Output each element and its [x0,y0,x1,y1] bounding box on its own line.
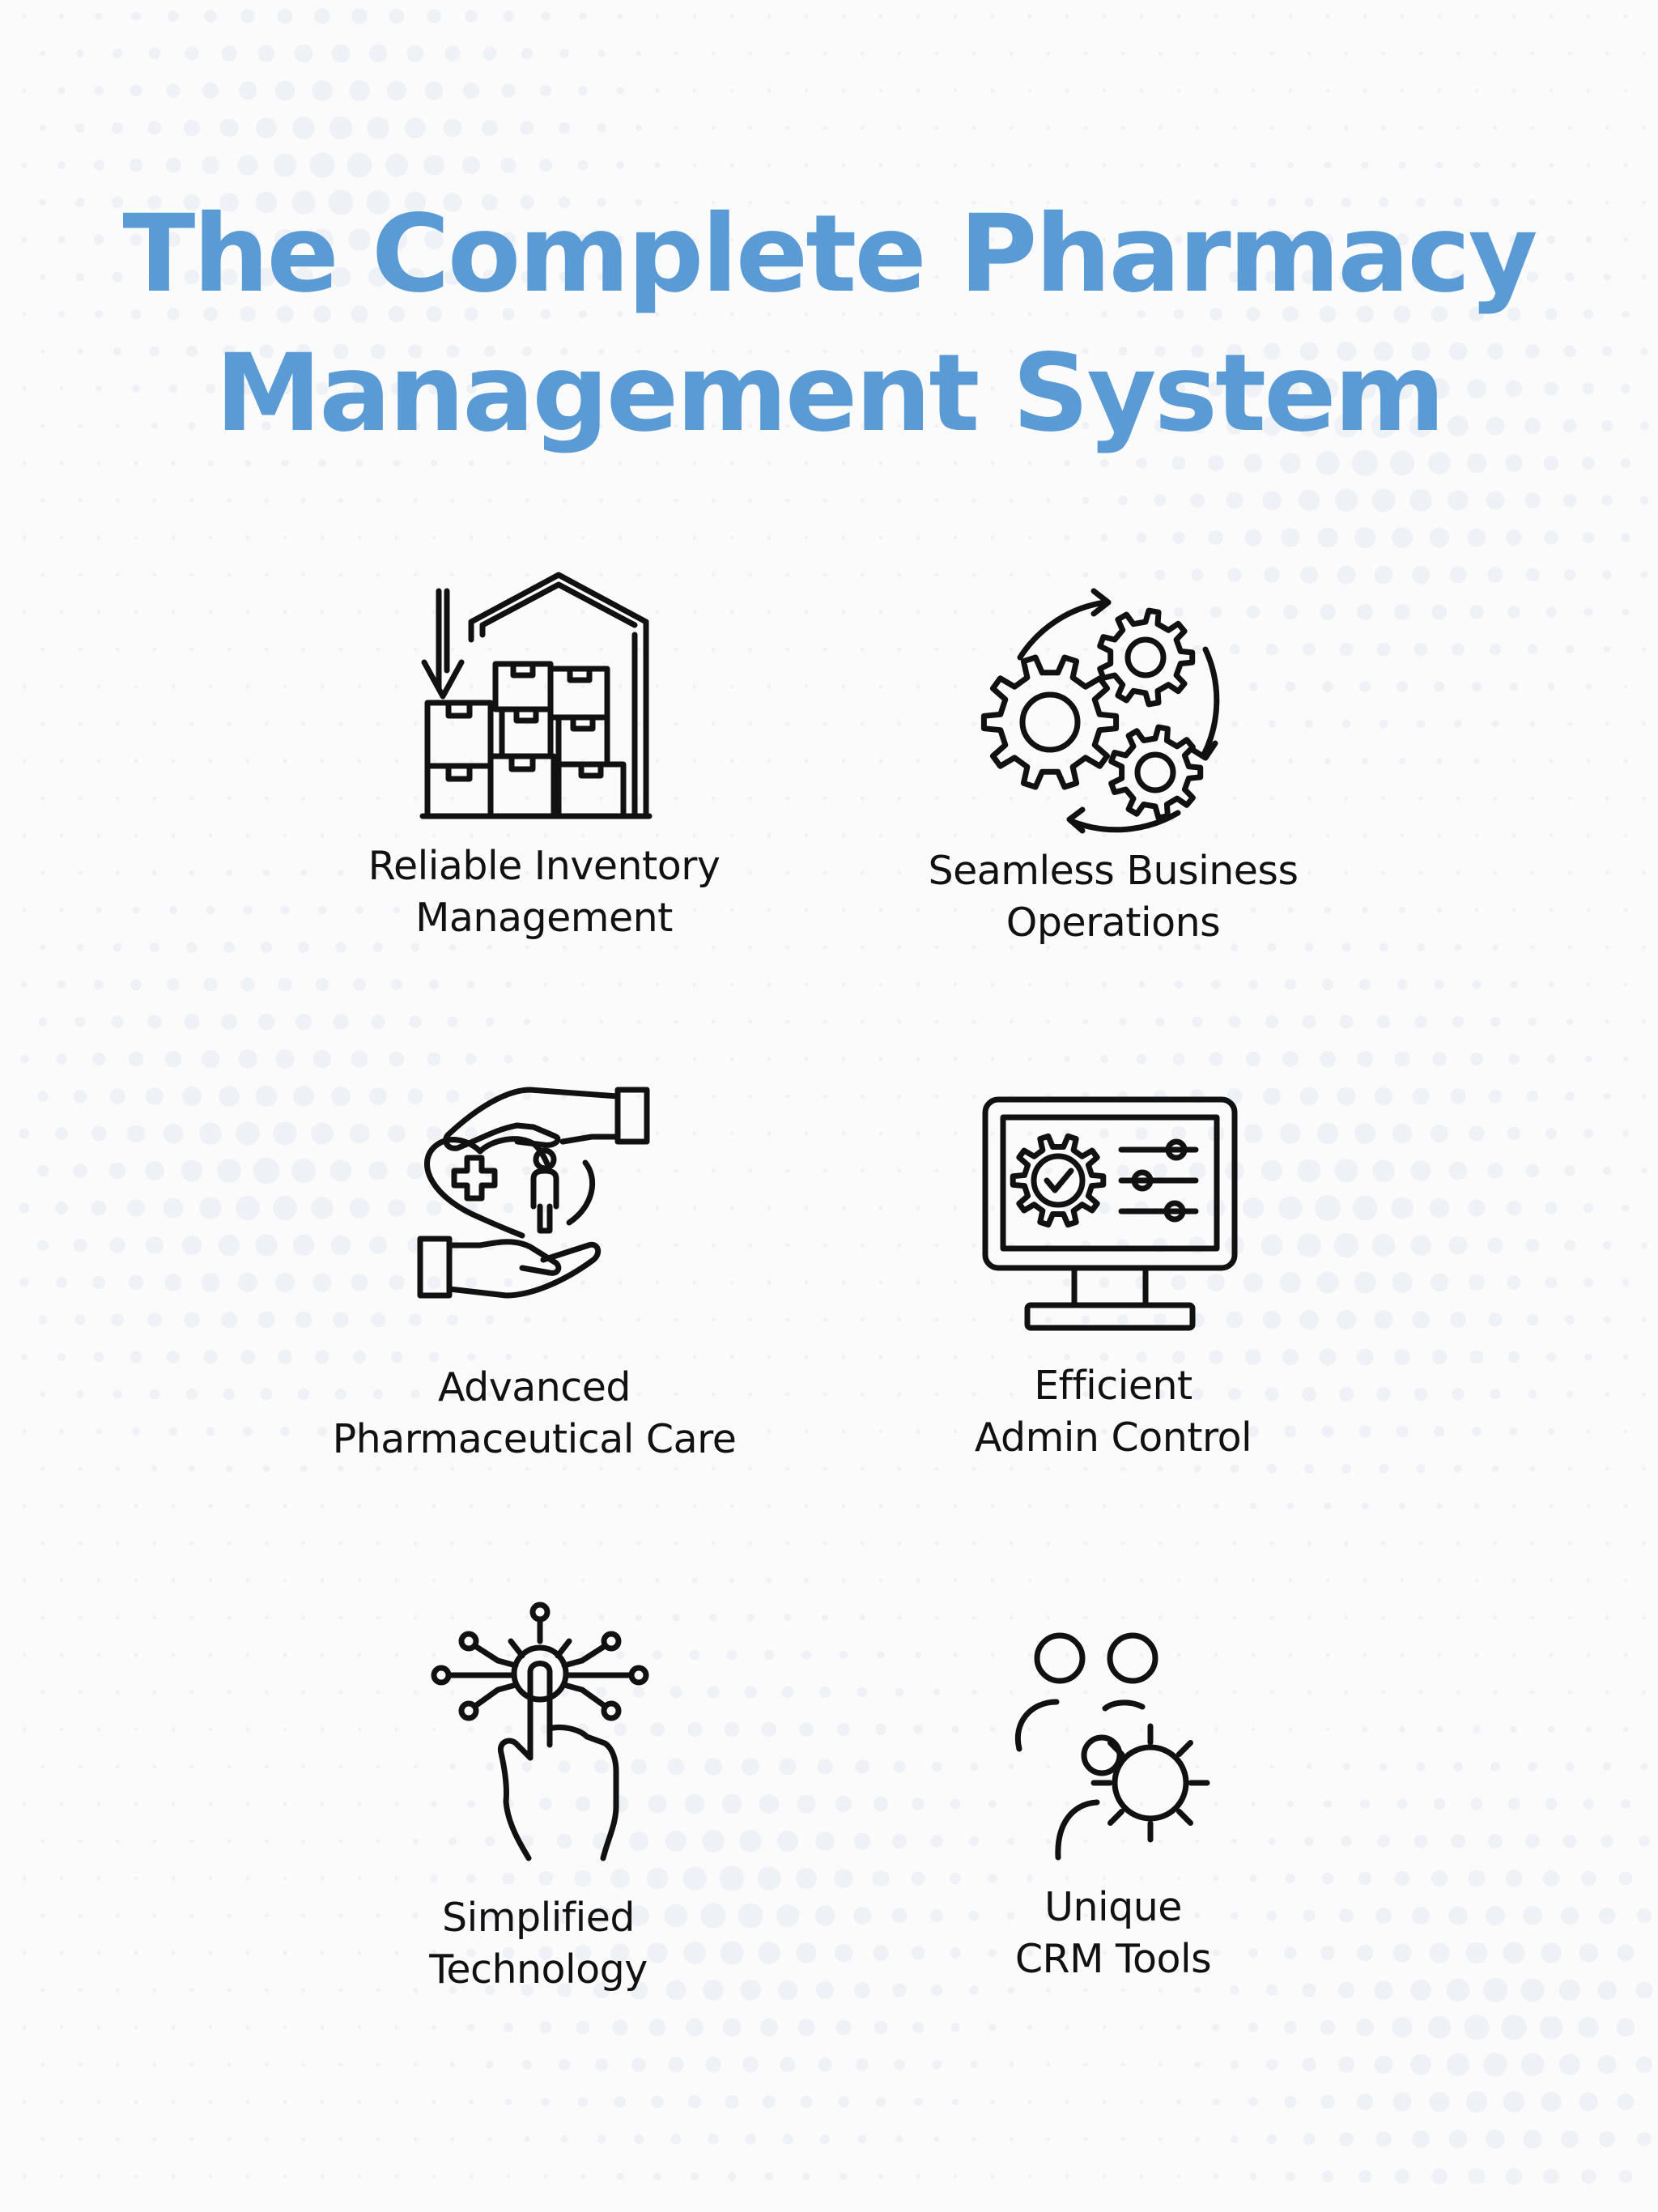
warehouse-icon [419,572,653,819]
feature-technology: Simplified Technology [255,1599,822,1996]
feature-caption-line-1: Seamless Business [928,848,1299,894]
feature-inventory: Reliable Inventory Management [261,567,827,944]
feature-caption-line-2: Management [415,895,673,941]
feature-caption-line-2: CRM Tools [1014,1936,1212,1982]
touch-technology-icon [431,1602,649,1861]
feature-caption: Advanced Pharmaceutical Care [251,1362,818,1465]
monitor-settings-icon [982,1096,1238,1331]
feature-caption-line-2: Operations [1005,900,1221,946]
page-title-line-2: Management System [215,331,1445,456]
feature-caption: Seamless Business Operations [830,845,1397,949]
feature-crm: Unique CRM Tools [830,1626,1397,1985]
users-gear-icon [1014,1632,1210,1861]
feature-caption-line-1: Simplified [442,1895,635,1941]
feature-caption-line-2: Admin Control [974,1414,1252,1461]
feature-caption-line-2: Technology [429,1946,648,1993]
feature-caption-line-1: Unique [1044,1884,1182,1930]
feature-caption: Unique CRM Tools [830,1882,1397,1985]
feature-caption-line-2: Pharmaceutical Care [332,1416,737,1462]
feature-caption-line-1: Reliable Inventory [368,843,721,889]
feature-caption: Efficient Admin Control [830,1360,1397,1464]
page-title-line-1: The Complete Pharmacy [122,192,1537,317]
hands-heart-care-icon [417,1087,650,1299]
feature-admin-control: Efficient Admin Control [830,1093,1397,1464]
feature-caption-line-1: Advanced [437,1364,631,1410]
feature-caption: Reliable Inventory Management [261,840,827,944]
feature-pharma-care: Advanced Pharmaceutical Care [251,1077,818,1465]
feature-operations: Seamless Business Operations [830,585,1397,949]
feature-caption-line-1: Efficient [1034,1363,1192,1409]
feature-caption: Simplified Technology [255,1892,822,1996]
gears-cycle-icon [980,588,1220,834]
